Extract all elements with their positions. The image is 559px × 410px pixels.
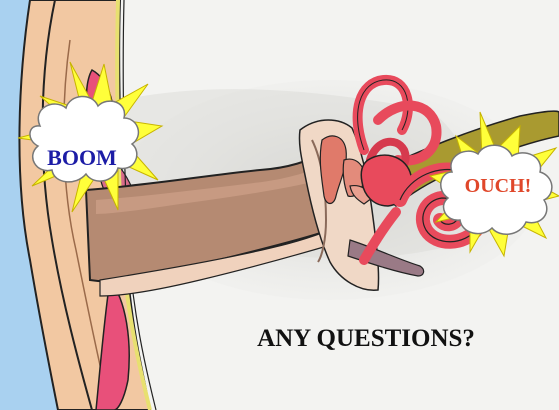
caption: ANY QUESTIONS?	[257, 325, 475, 352]
boom-text: BOOM	[47, 145, 117, 170]
ouch-text: OUCH!	[465, 175, 532, 197]
